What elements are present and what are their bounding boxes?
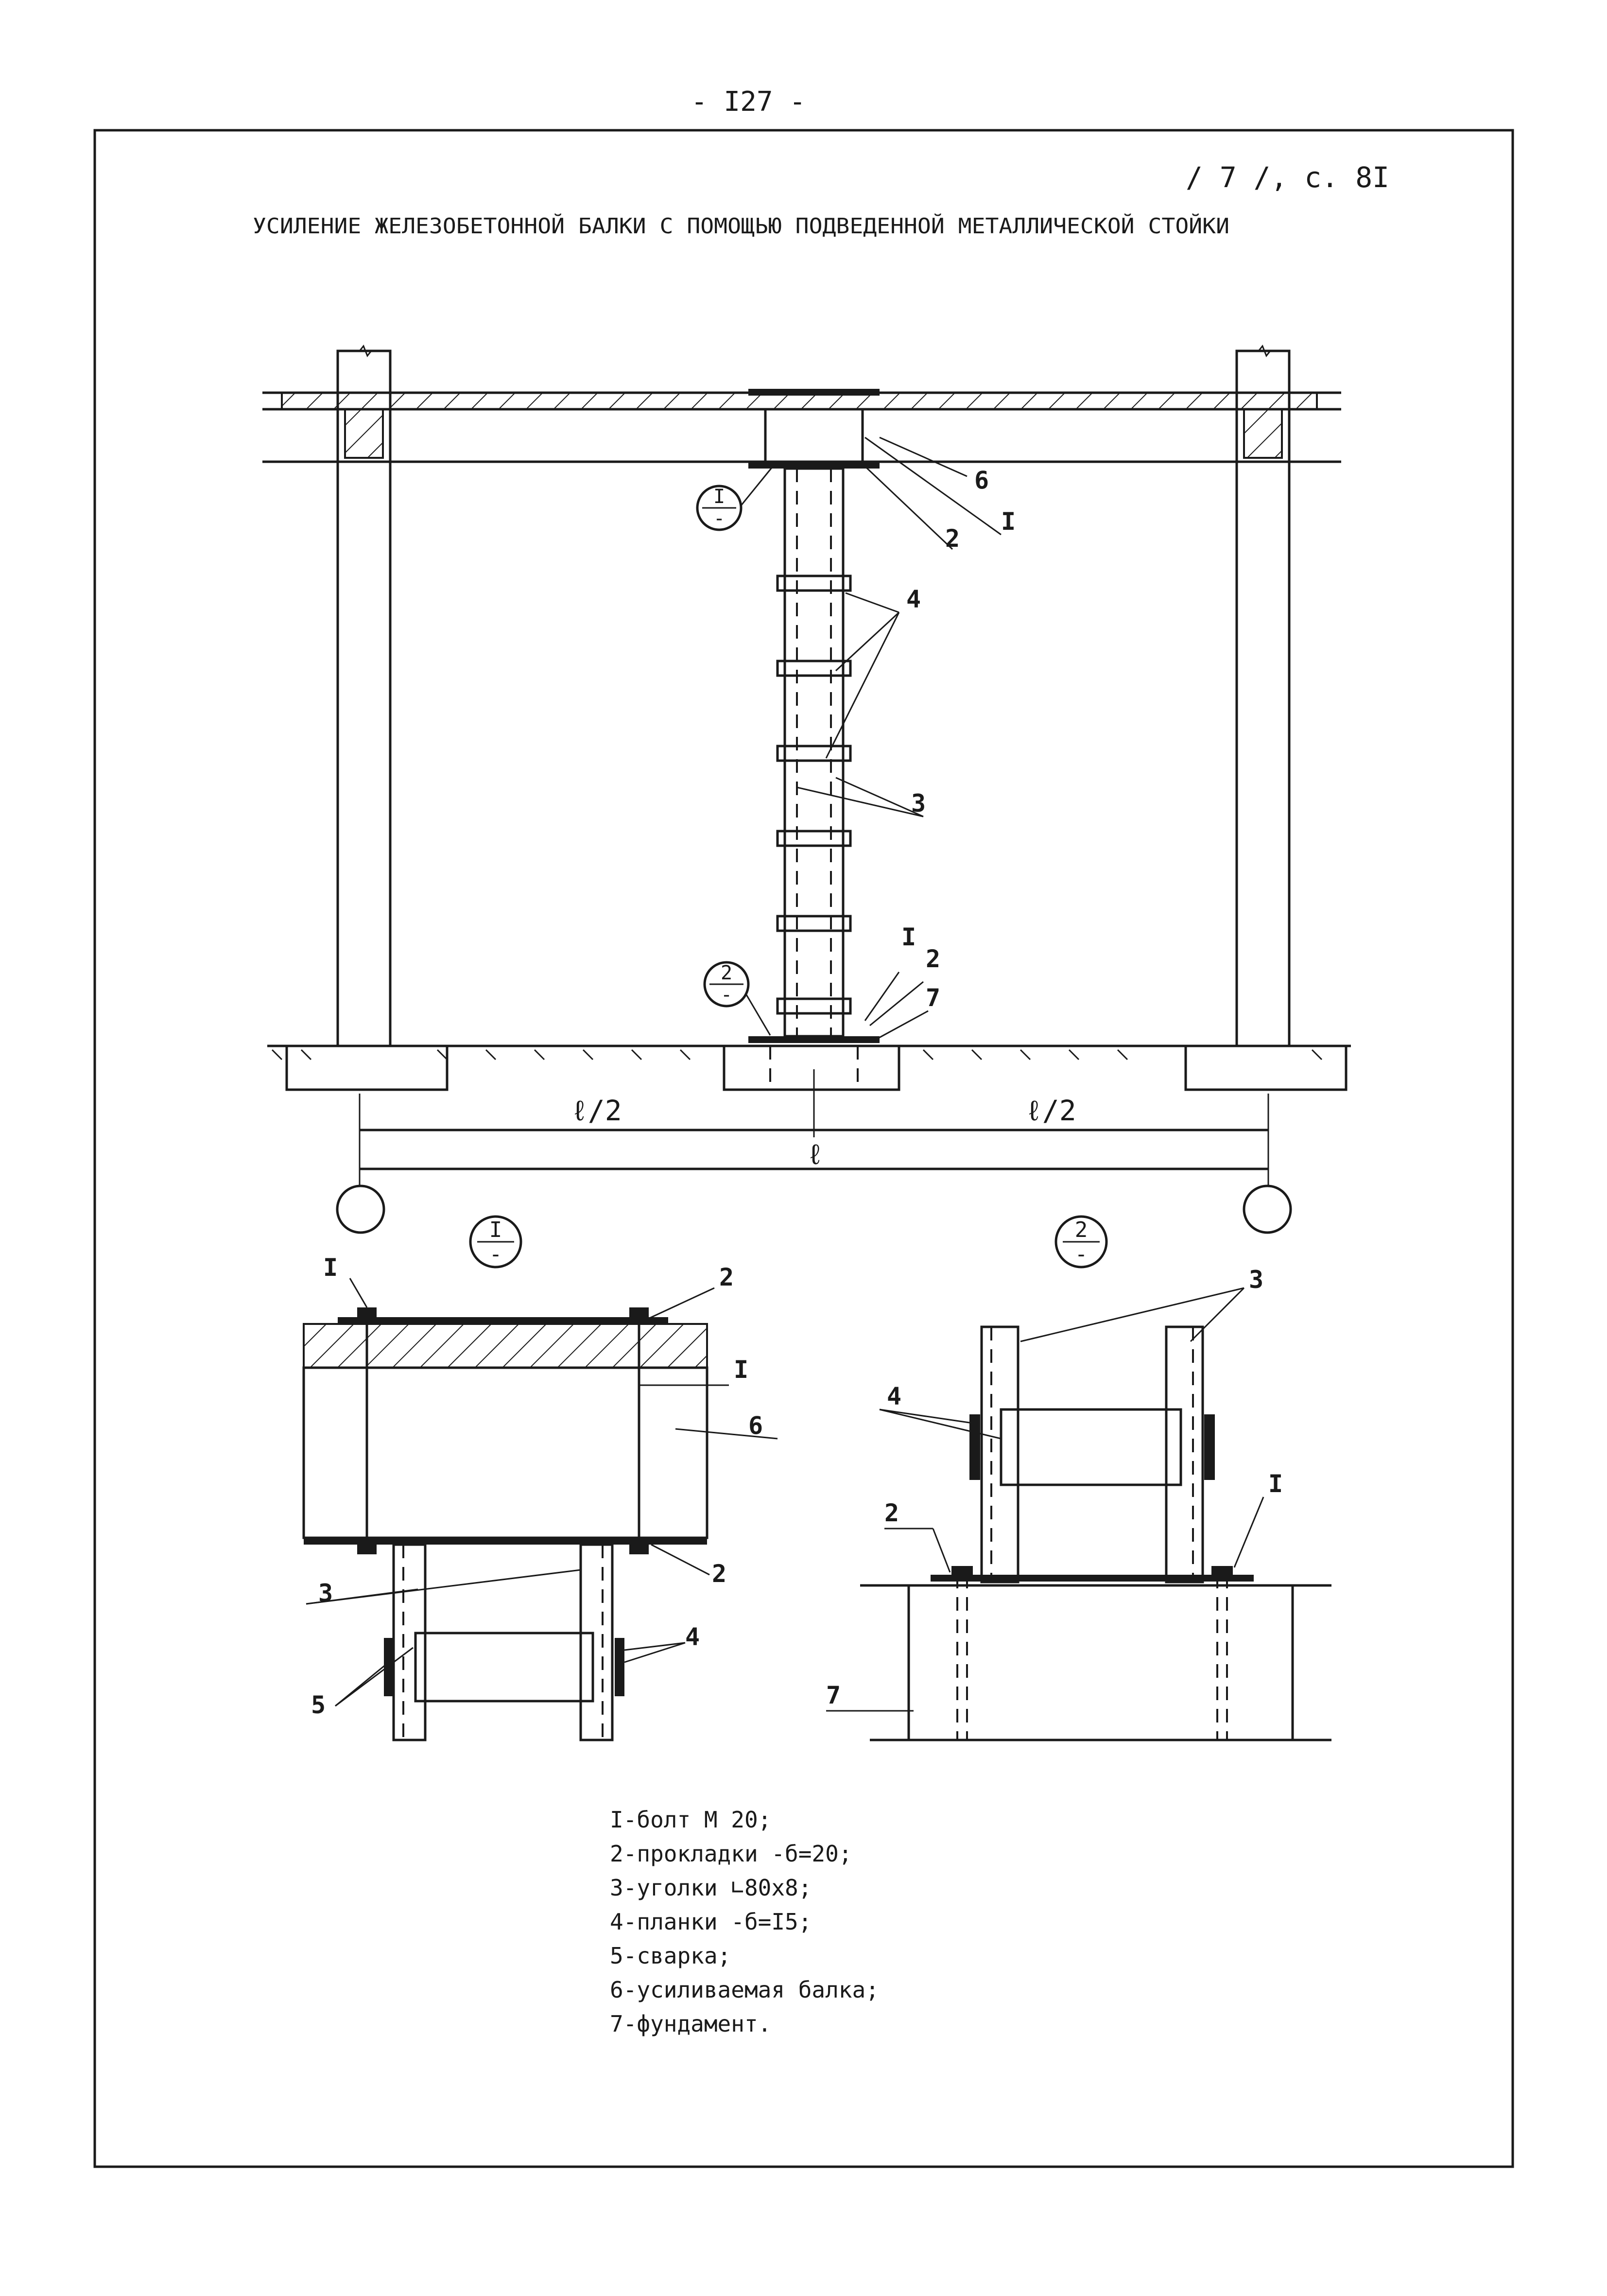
legend-item-3: 3-уголки ∟80х8; [610,1875,812,1901]
detail-2-callout: 2 - [1054,1215,1108,1269]
main-label-I-bottom: I [901,923,916,951]
dimension-half-right: ℓ/2 [1025,1094,1076,1127]
main-elevation: ℓ/2 ℓ/2 ℓ 6 I 2 4 3 I 2 7 I - [262,345,1351,1234]
page-frame [93,129,1514,2168]
axis-marker-right [1243,1184,1292,1234]
detail-1-label-5: 5 [311,1691,326,1719]
reference-note: / 7 /, с. 8I [1186,161,1389,194]
post-top-plate [748,389,880,396]
detail-1-label-3: 3 [318,1579,333,1607]
detail-2-angle-left [980,1325,1019,1583]
detail-2-label-2: 2 [884,1499,899,1527]
main-label-4: 4 [906,585,921,613]
detail-1-slab [303,1323,708,1369]
main-label-3: 3 [911,789,926,818]
main-label-2-top: 2 [945,524,960,553]
axis-marker-left [336,1184,385,1234]
post-base-plate [748,1036,880,1043]
page-number: - I27 - [691,86,806,118]
detail-1-label-I-a: I [323,1253,338,1282]
detail-1-label-4: 4 [685,1623,700,1651]
detail-1-callout: I - [469,1215,522,1269]
svg-text:-: - [721,984,732,1006]
detail-2-label-I: I [1268,1470,1283,1498]
detail-1-label-6: 6 [748,1411,763,1440]
detail-2-angle-right [1165,1325,1204,1583]
legend-item-2: 2-прокладки -б=20; [610,1841,852,1867]
main-label-7: 7 [926,984,940,1012]
svg-text:-: - [1075,1242,1088,1267]
legend-item-5: 5-сварка; [610,1943,731,1969]
detail-2-label-7: 7 [826,1681,841,1709]
detail-1-label-2-b: 2 [712,1560,726,1588]
detail-2: 2 - 3 4 2 I 7 [826,1215,1331,1741]
main-label-6: 6 [974,466,989,494]
svg-text:-: - [713,507,725,530]
legend: I-болт М 20; 2-прокладки -б=20; 3-уголки… [610,1807,879,2037]
svg-text:-: - [489,1242,502,1267]
right-footing [1184,1044,1348,1091]
main-label-I-top: I [1001,507,1016,536]
detail-2-base-plate [931,1575,1254,1582]
detail-2-label-3: 3 [1249,1266,1263,1294]
detail-1-label-I-b: I [734,1356,748,1384]
section-callout-1[interactable]: I - [696,466,774,531]
detail-1-batten [414,1632,594,1703]
legend-item-6: 6-усиливаемая балка; [610,1977,879,2003]
detail-1-beam [302,1366,708,1539]
detail-1-label-2-a: 2 [719,1263,734,1291]
svg-text:2: 2 [1075,1218,1088,1242]
dimension-full: ℓ [807,1138,824,1171]
main-label-2-bottom: 2 [926,945,940,973]
legend-item-1: I-болт М 20; [610,1807,771,1833]
detail-1: I - I 2 I 6 2 3 [302,1215,778,1741]
svg-text:I: I [489,1218,502,1242]
center-footing [723,1044,900,1091]
steel-post [783,467,845,1038]
detail-1-angle-left [392,1543,427,1741]
drawing-title: УСИЛЕНИЕ ЖЕЛЕЗОБЕТОННОЙ БАЛКИ С ПОМОЩЬЮ … [253,213,1229,239]
svg-text:I: I [713,486,725,508]
detail-2-label-4: 4 [887,1382,901,1410]
left-footing [285,1044,449,1091]
legend-item-4: 4-планки -б=I5; [610,1909,812,1935]
detail-2-foundation [908,1584,1294,1741]
detail-2-batten [1000,1408,1182,1486]
section-callout-2[interactable]: 2 - [703,961,771,1036]
dimension-half-left: ℓ/2 [571,1094,622,1127]
svg-text:2: 2 [721,962,732,984]
legend-item-7: 7-фундамент. [610,2011,771,2037]
detail-1-angle-right [579,1543,614,1741]
